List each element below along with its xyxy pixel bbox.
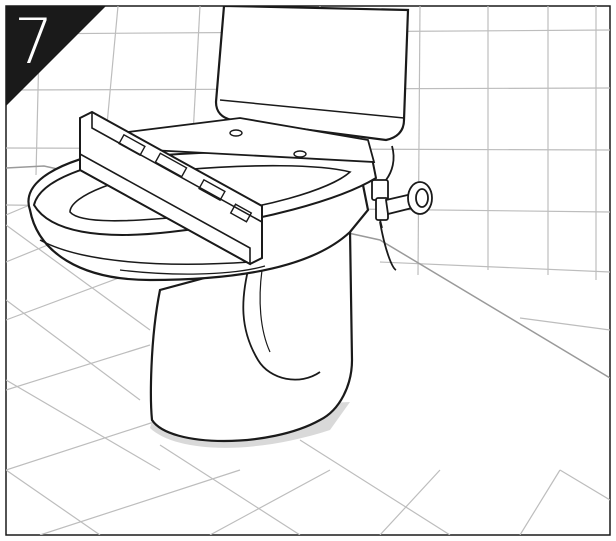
spirit-level-icon [79, 110, 263, 266]
step-number: 7 [14, 5, 54, 78]
step-badge [6, 6, 106, 106]
floor-tiles [6, 149, 610, 535]
pedestal-inner-curve [242, 261, 321, 381]
toilet-pedestal [149, 228, 354, 443]
shutoff-valve-icon [371, 145, 433, 229]
toilet-tank [214, 6, 410, 142]
